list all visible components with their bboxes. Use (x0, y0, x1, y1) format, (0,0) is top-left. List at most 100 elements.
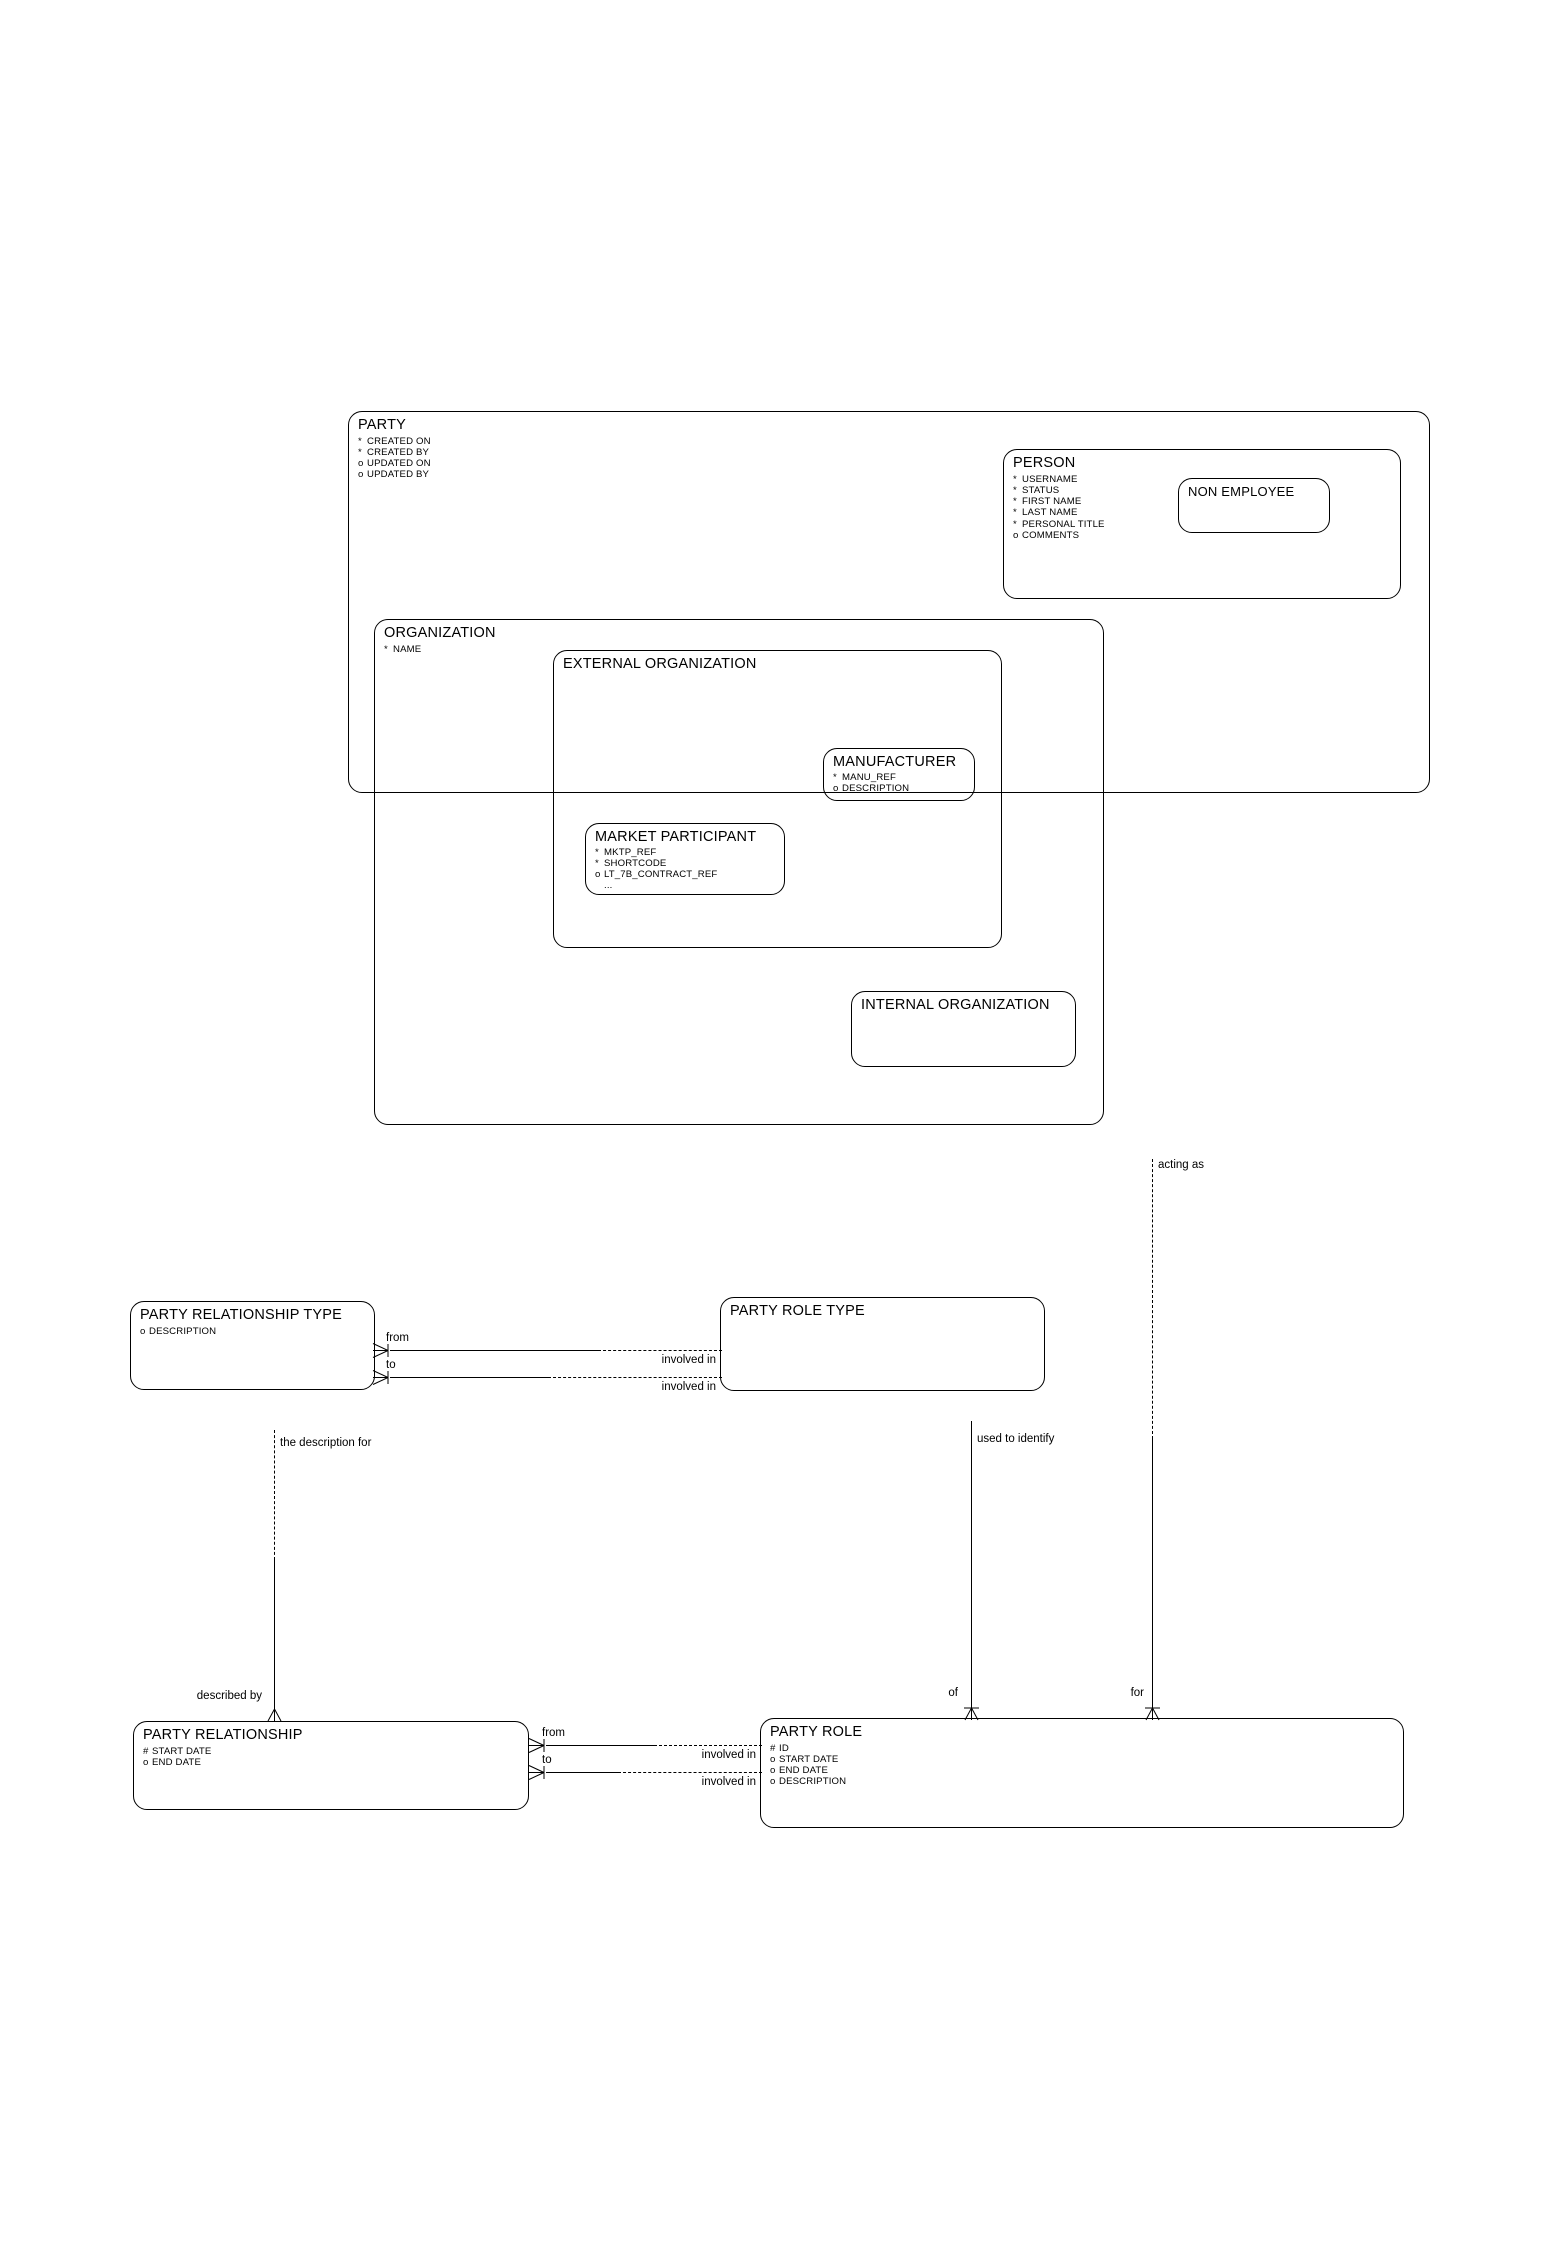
attribute: *PERSONAL TITLE (1013, 519, 1105, 530)
attribute-marker: o (833, 783, 839, 795)
entity-external-organization[interactable]: EXTERNAL ORGANIZATION (553, 650, 1002, 948)
attribute: ... (595, 880, 717, 891)
attribute-name: ... (604, 880, 613, 892)
relationship-label-pr-to: to (542, 1754, 552, 1766)
entity-title: PERSON (1013, 455, 1076, 471)
entity-title: MANUFACTURER (833, 754, 957, 770)
attribute-marker: o (143, 1757, 149, 1769)
attribute-name: START DATE (152, 1746, 212, 1757)
attribute-marker: o (358, 469, 364, 481)
attribute-list: *USERNAME *STATUS *FIRST NAME *LAST NAME… (1013, 474, 1105, 541)
crowsfoot-prt-to (368, 1368, 394, 1388)
attribute: *USERNAME (1013, 474, 1105, 485)
attribute: *NAME (384, 644, 421, 655)
entity-title: MARKET PARTICIPANT (595, 829, 757, 845)
attribute-name: USERNAME (1022, 474, 1078, 485)
entity-market-participant[interactable]: MARKET PARTICIPANT *MKTP_REF *SHORTCODE … (585, 823, 785, 895)
attribute-name: FIRST NAME (1022, 496, 1082, 508)
entity-title: NON EMPLOYEE (1188, 484, 1295, 499)
attribute: *STATUS (1013, 485, 1105, 496)
relationship-line-described-by-solid[interactable] (274, 1558, 275, 1718)
attribute-marker: * (384, 644, 388, 655)
attribute-name: START DATE (779, 1754, 839, 1766)
relationship-line-pr-to-solid[interactable] (546, 1772, 620, 1773)
attribute: #ID (770, 1743, 846, 1754)
relationship-line-description-for-dashed[interactable] (274, 1430, 275, 1560)
relationship-label-prt-to: to (386, 1359, 396, 1371)
attribute: * MANU_REF (833, 772, 909, 783)
attribute-name: LT_7B_CONTRACT_REF (604, 869, 718, 881)
attribute-marker: * (1013, 496, 1017, 508)
relationship-label-prt-from: from (386, 1332, 409, 1344)
attribute-name: UPDATED BY (367, 469, 430, 481)
attribute-marker: # (143, 1746, 149, 1757)
entity-title: PARTY RELATIONSHIP (143, 1727, 303, 1743)
attribute: *CREATED ON (358, 436, 431, 447)
entity-title: PARTY RELATIONSHIP TYPE (140, 1307, 343, 1323)
crowsfoot-pr-to (524, 1763, 550, 1783)
attribute-name: MKTP_REF (604, 847, 657, 858)
relationship-line-prt-from-solid[interactable] (390, 1350, 600, 1351)
relationship-label-pr-involved-in-2: involved in (701, 1776, 756, 1788)
relationship-line-pr-from-solid[interactable] (546, 1745, 656, 1746)
relationship-label-for: for (1130, 1687, 1144, 1699)
attribute-list: *NAME (384, 644, 421, 655)
attribute-marker: * (833, 772, 837, 783)
attribute-marker: * (1013, 485, 1017, 497)
attribute-marker: o (595, 869, 601, 881)
relationship-label-pr-from: from (542, 1727, 565, 1739)
attribute-name: UPDATED ON (367, 458, 431, 470)
relationship-line-pr-to-dashed[interactable] (618, 1772, 762, 1773)
attribute-name: LAST NAME (1022, 507, 1078, 519)
relationship-label-of: of (948, 1687, 958, 1699)
attribute: *LAST NAME (1013, 507, 1105, 518)
attribute: *SHORTCODE (595, 858, 717, 869)
relationship-line-prt-from-dashed[interactable] (598, 1350, 722, 1351)
entity-party-role-type[interactable]: PARTY ROLE TYPE (720, 1297, 1045, 1391)
attribute-marker: o (770, 1754, 776, 1766)
entity-non-employee[interactable]: NON EMPLOYEE (1178, 478, 1330, 533)
entity-title: INTERNAL ORGANIZATION (861, 997, 1050, 1013)
entity-organization[interactable]: ORGANIZATION *NAME (374, 619, 1104, 1125)
attribute-marker: o (140, 1326, 146, 1337)
relationship-label-the-description-for: the description for (280, 1437, 372, 1449)
attribute-marker: * (1013, 518, 1017, 530)
attribute-marker: o (1013, 529, 1019, 541)
entity-title: PARTY ROLE TYPE (730, 1303, 865, 1319)
attribute-name: MANU_REF (842, 772, 896, 783)
attribute: *MKTP_REF (595, 847, 717, 858)
crowsfoot-of (956, 1700, 988, 1722)
attribute-name: END DATE (779, 1765, 828, 1777)
attribute-name: DESCRIPTION (842, 783, 910, 795)
entity-person[interactable]: PERSON *USERNAME *STATUS *FIRST NAME *LA… (1003, 449, 1401, 599)
attribute: * FIRST NAME (1013, 496, 1105, 507)
entity-title: PARTY ROLE (770, 1724, 863, 1740)
attribute-name: CREATED BY (367, 447, 430, 459)
attribute-marker: * (358, 447, 362, 459)
relationship-line-prt-to-solid[interactable] (390, 1377, 550, 1378)
relationship-line-used-to-identify[interactable] (971, 1421, 972, 1715)
relationship-label-used-to-identify: used to identify (977, 1433, 1055, 1445)
entity-title: ORGANIZATION (384, 625, 496, 641)
relationship-line-pr-from-dashed[interactable] (654, 1745, 762, 1746)
attribute-marker: o (770, 1776, 776, 1788)
attribute-marker: o (770, 1765, 776, 1777)
entity-internal-organization[interactable]: INTERNAL ORGANIZATION (851, 991, 1076, 1067)
relationship-line-prt-to-dashed[interactable] (548, 1377, 722, 1378)
relationship-line-acting-as-dashed[interactable] (1152, 1159, 1153, 1439)
relationship-line-acting-as-solid[interactable] (1152, 1437, 1153, 1715)
